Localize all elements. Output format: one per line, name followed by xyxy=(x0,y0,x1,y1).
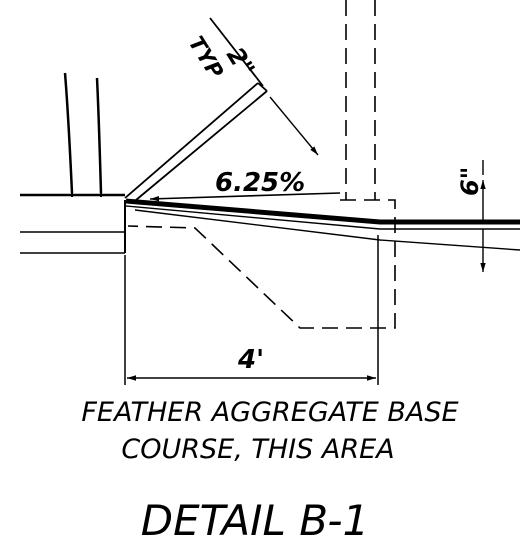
typ-dimension-arrow xyxy=(269,96,319,156)
new-pavement-layers xyxy=(125,205,521,251)
four-foot-dimension xyxy=(124,235,379,385)
feather-area-outline xyxy=(127,199,396,329)
typ-thickness-leader xyxy=(124,17,268,201)
note-line-1: FEATHER AGGREGATE BASE xyxy=(81,397,458,428)
detail-title: DETAIL B-1 xyxy=(141,496,370,544)
existing-pavement-edge xyxy=(20,193,126,254)
dim-6in-label: 6" xyxy=(456,167,484,196)
slope-arrow xyxy=(149,192,341,202)
existing-structure xyxy=(63,72,103,194)
note-line-2: COURSE, THIS AREA xyxy=(121,434,394,465)
new-pavement-surface xyxy=(125,198,520,225)
slope-label: 6.25% xyxy=(215,168,305,198)
dim-4ft-label: 4' xyxy=(237,345,264,375)
existing-pole-dashed xyxy=(345,0,376,200)
